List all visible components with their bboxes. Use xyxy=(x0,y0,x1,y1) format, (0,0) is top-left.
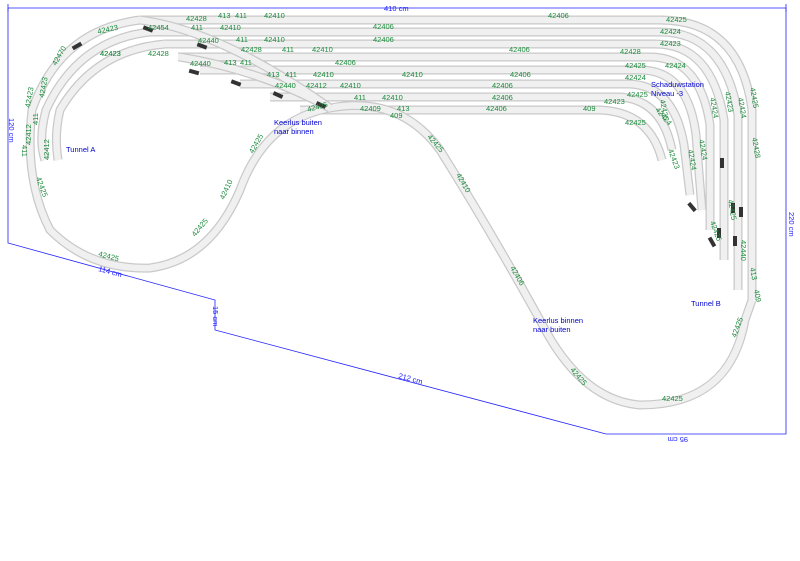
part-label: 411 xyxy=(282,45,294,54)
part-label: 42425 xyxy=(568,366,588,388)
part-label: 42406 xyxy=(486,104,507,113)
part-label: 42425 xyxy=(726,199,738,221)
part-label: 42428 xyxy=(148,49,169,58)
part-label: 42406 xyxy=(373,35,394,44)
part-label: 42410 xyxy=(264,35,285,44)
outer-loop-label-1: Keerlus buiten xyxy=(274,118,322,127)
part-label: 42425 xyxy=(666,15,687,24)
dim-notch: 15 cm xyxy=(211,306,220,326)
part-label: 42410 xyxy=(264,11,285,20)
part-label: 42440 xyxy=(275,81,296,90)
part-label: 42425 xyxy=(748,87,760,109)
part-label: 409 xyxy=(583,104,596,113)
dim-left: 120 cm xyxy=(7,118,16,143)
part-label: 42440 xyxy=(198,36,219,45)
part-label: 42423 xyxy=(37,76,49,98)
part-label: 42412 xyxy=(24,124,33,145)
part-label: 42424 xyxy=(660,27,681,36)
part-label: 42423 xyxy=(100,49,121,58)
tunnel-b-label: Tunnel B xyxy=(691,299,721,308)
part-label: 411 xyxy=(240,58,252,67)
part-label: 42440 xyxy=(190,59,211,68)
part-label: 42406 xyxy=(548,11,569,20)
part-label: 42410 xyxy=(402,70,423,79)
track-layer xyxy=(25,15,757,410)
part-label: 413 xyxy=(267,70,280,79)
part-label: 42423 xyxy=(100,49,121,58)
part-label: 42406 xyxy=(509,45,530,54)
part-label: 413 xyxy=(748,267,759,281)
part-label: 42423 xyxy=(604,97,625,106)
shadow-station-label-1: Schaduwstation xyxy=(651,80,704,89)
dim-top: 410 cm xyxy=(384,4,409,13)
part-label: 42423 xyxy=(666,148,682,171)
part-label: 42425 xyxy=(662,394,683,403)
part-label: 411 xyxy=(31,113,40,125)
part-label: 42428 xyxy=(241,45,262,54)
part-label: 42406 xyxy=(492,81,513,90)
part-label: 409 xyxy=(752,289,763,303)
annotations: Tunnel A Tunnel B Schaduwstation Niveau … xyxy=(66,80,721,334)
left-loop-tracks xyxy=(25,15,331,273)
part-label: 411 xyxy=(354,93,366,102)
part-label: 42425 xyxy=(625,61,646,70)
part-label: 42406 xyxy=(492,93,513,102)
part-label: 413 xyxy=(218,11,231,20)
part-label: 42424 xyxy=(665,61,686,70)
part-label: 42409 xyxy=(360,104,381,113)
part-label: 42410 xyxy=(340,81,361,90)
part-label: 42410 xyxy=(382,93,403,102)
part-label: 411 xyxy=(236,35,248,44)
part-label: 42440 xyxy=(739,240,748,261)
inner-loop-label-1: Keerlus binnen xyxy=(533,316,583,325)
part-label: 42412 xyxy=(306,81,327,90)
part-label: 42423 xyxy=(97,23,119,36)
part-label: 42406 xyxy=(335,58,356,67)
tunnel-a-label: Tunnel A xyxy=(66,145,95,154)
part-label: 42428 xyxy=(620,47,641,56)
part-label: 42410 xyxy=(313,70,334,79)
part-label: 413 xyxy=(224,58,237,67)
dim-bottom-right: 95 cm xyxy=(668,435,688,444)
part-label: 42425 xyxy=(658,99,670,121)
outer-loop-label-2: naar binnen xyxy=(274,127,314,136)
part-label: 411 xyxy=(285,70,297,79)
part-label: 411 xyxy=(235,11,247,20)
part-label: 42424 xyxy=(697,139,709,161)
part-label: 411 xyxy=(191,23,203,32)
part-label: 42424 xyxy=(625,73,646,82)
part-label: 409 xyxy=(390,111,403,120)
part-label: 42425 xyxy=(625,118,646,127)
part-label: 42424 xyxy=(736,97,748,119)
dim-bottom-middle: 212 cm xyxy=(397,371,423,386)
part-label: 42424 xyxy=(708,97,720,119)
dim-right: 220 cm xyxy=(787,212,796,237)
shadow-station-label-2: Niveau -3 xyxy=(651,89,683,98)
part-label: 42410 xyxy=(220,23,241,32)
reversing-loop-track xyxy=(329,101,757,410)
connector-tracks xyxy=(139,15,333,112)
part-label: 42424 xyxy=(686,149,698,171)
part-label: 42425 xyxy=(627,90,648,99)
part-label: 42412 xyxy=(42,139,51,160)
isolation-markers xyxy=(71,25,743,248)
part-label: 42423 xyxy=(660,39,681,48)
part-label: 42454 xyxy=(148,23,169,32)
part-label: 42406 xyxy=(373,22,394,31)
part-label: 42423 xyxy=(723,91,735,113)
inner-loop-label-2: naar buiten xyxy=(533,325,571,334)
dimension-ticks xyxy=(7,4,787,12)
station-tracks xyxy=(140,15,757,300)
room-outline xyxy=(7,7,787,435)
part-label: 42428 xyxy=(186,14,207,23)
part-label: 42423 xyxy=(23,86,35,108)
part-label: 413 xyxy=(397,104,410,113)
part-label: 42410 xyxy=(312,45,333,54)
part-label: 42428 xyxy=(750,137,762,159)
part-label: 411 xyxy=(20,145,29,157)
part-label: 42406 xyxy=(510,70,531,79)
